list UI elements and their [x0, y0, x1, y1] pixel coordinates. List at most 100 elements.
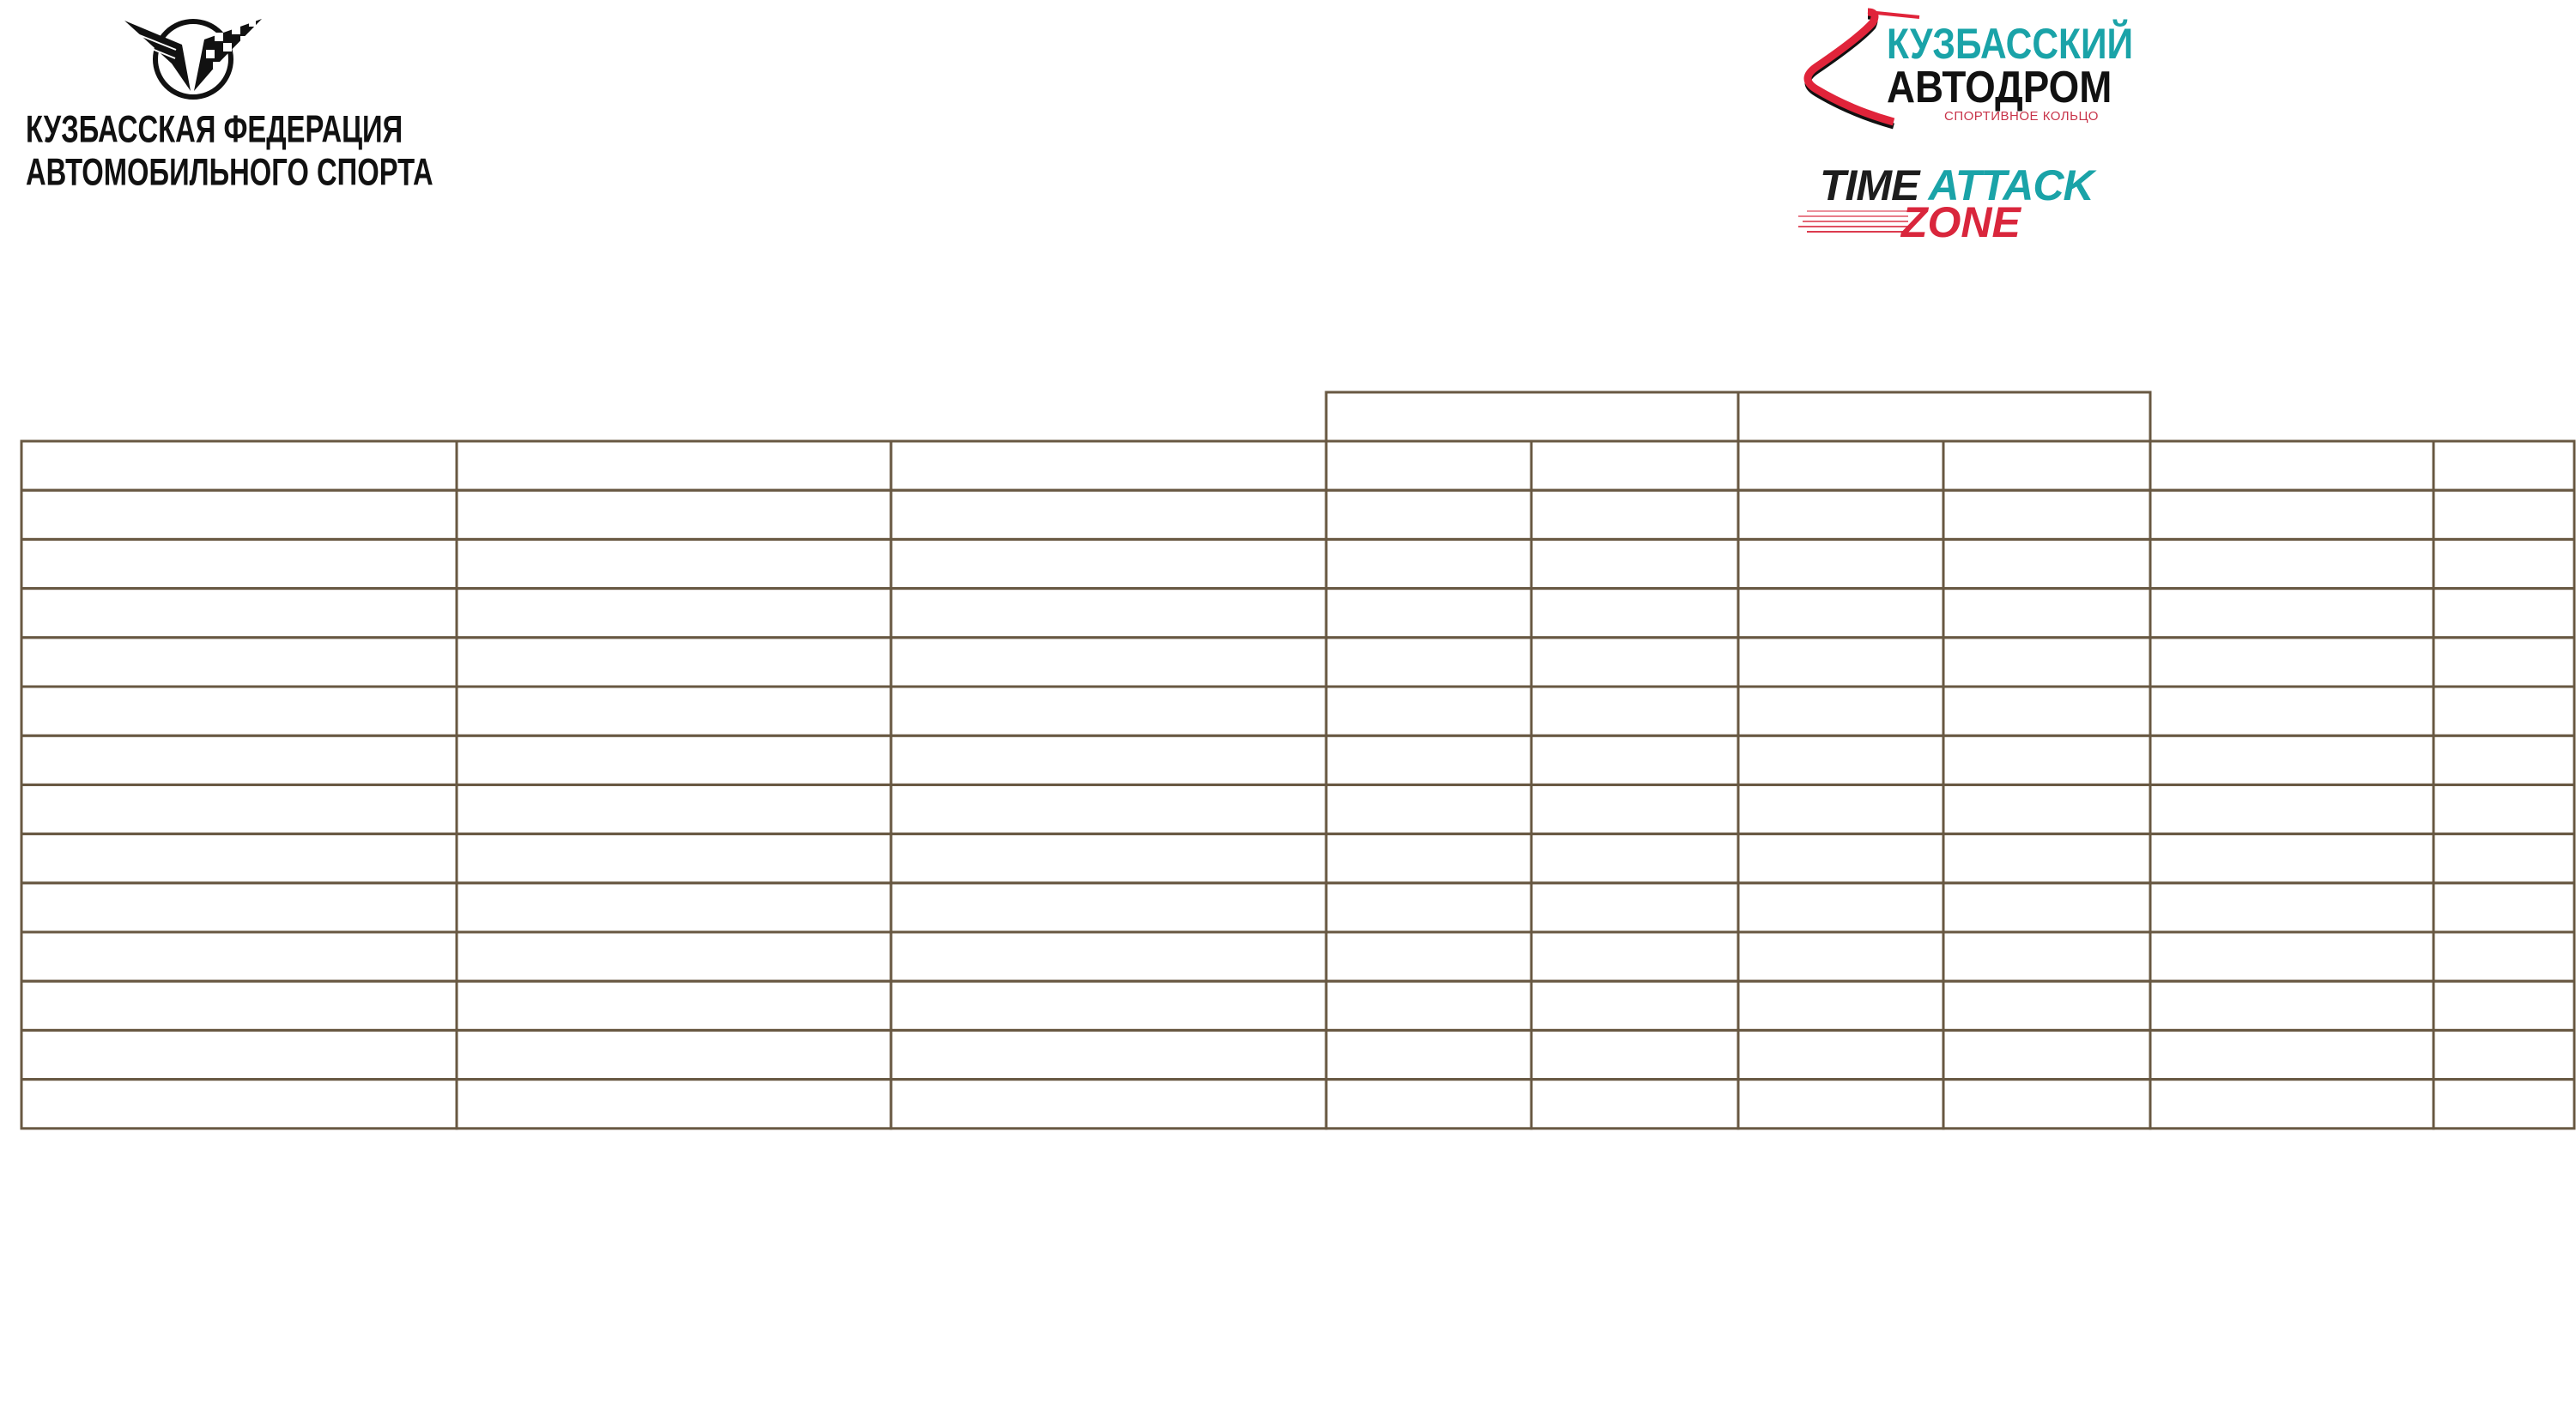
table-cell	[1530, 783, 1740, 836]
table-cell	[1324, 587, 1533, 639]
table-cell	[1530, 734, 1740, 786]
table-cell	[1324, 1078, 1533, 1130]
federation-line-1: КУЗБАССКАЯ ФЕДЕРАЦИЯ	[26, 107, 403, 151]
table-cell	[2149, 1078, 2435, 1130]
speed-lines-icon	[1798, 210, 1908, 233]
table-cell	[1942, 881, 2152, 934]
table-cell	[20, 930, 458, 983]
table-cell	[1324, 979, 1533, 1032]
table-cell	[889, 488, 1328, 541]
header-cell	[2149, 439, 2435, 492]
table-cell	[2149, 636, 2435, 688]
table-cell	[455, 930, 893, 983]
table-cell	[20, 685, 458, 737]
table-cell	[2149, 783, 2435, 836]
table-cell	[20, 537, 458, 590]
table-cell	[2432, 587, 2576, 639]
table-cell	[1324, 833, 1533, 885]
table-cell	[1737, 488, 1945, 541]
table-cell	[1324, 537, 1533, 590]
table-cell	[1324, 930, 1533, 983]
table-cell	[20, 881, 458, 934]
header-cell	[1737, 439, 1945, 492]
table-cell	[1942, 979, 2152, 1032]
table-cell	[889, 783, 1328, 836]
table-cell	[2149, 833, 2435, 885]
table-cell	[1530, 1078, 1740, 1130]
table-cell	[1530, 685, 1740, 737]
table-cell	[2149, 881, 2435, 934]
table-cell	[1737, 833, 1945, 885]
table-cell	[1737, 783, 1945, 836]
header-cell	[1942, 439, 2152, 492]
table-cell	[455, 636, 893, 688]
table-cell	[1324, 783, 1533, 836]
table-cell	[455, 979, 893, 1032]
table-cell	[1942, 685, 2152, 737]
table-cell	[1324, 734, 1533, 786]
table-cell	[1942, 537, 2152, 590]
time-attack-word-zone: ZONE	[1901, 198, 2021, 246]
table-cell	[889, 930, 1328, 983]
table-cell	[889, 685, 1328, 737]
table-cell	[20, 587, 458, 639]
header-cell	[1530, 439, 1740, 492]
table-cell	[2149, 587, 2435, 639]
table-cell	[455, 783, 893, 836]
header-cell	[1324, 439, 1533, 492]
table-cell	[1737, 979, 1945, 1032]
table-cell	[2432, 833, 2576, 885]
table-cell	[2149, 1028, 2435, 1081]
table-cell	[455, 1078, 893, 1130]
table-cell	[455, 1028, 893, 1081]
table-cell	[455, 587, 893, 639]
table-cell	[1530, 587, 1740, 639]
table-cell	[1324, 636, 1533, 688]
table-cell	[1324, 881, 1533, 934]
table-cell	[889, 636, 1328, 688]
table-cell	[20, 1078, 458, 1130]
table-cell	[1942, 587, 2152, 639]
table-cell	[1942, 1028, 2152, 1081]
table-cell	[1324, 685, 1533, 737]
table-cell	[1737, 587, 1945, 639]
table-cell	[2149, 537, 2435, 590]
table-cell	[1530, 881, 1740, 934]
table-cell	[20, 833, 458, 885]
table-cell	[1530, 537, 1740, 590]
time-attack-logo-top: TIME ATTACK	[1820, 160, 2094, 210]
table-cell	[20, 636, 458, 688]
table-cell	[1737, 930, 1945, 983]
time-attack-word-attack: ATTACK	[1928, 161, 2094, 209]
table-cell	[2432, 1028, 2576, 1081]
table-cell	[1324, 1028, 1533, 1081]
table-cell	[1942, 783, 2152, 836]
table-cell	[1942, 930, 2152, 983]
table-cell	[889, 587, 1328, 639]
table-cell	[1942, 636, 2152, 688]
table-cell	[889, 1028, 1328, 1081]
table-cell	[455, 833, 893, 885]
federation-logo-text: КУЗБАССКАЯ ФЕДЕРАЦИЯ АВТОМОБИЛЬНОГО СПОР…	[26, 107, 433, 194]
header-cell	[2432, 439, 2576, 492]
table-cell	[1737, 1028, 1945, 1081]
table-cell	[889, 734, 1328, 786]
table-cell	[2149, 734, 2435, 786]
table-cell	[20, 734, 458, 786]
header-cell	[455, 439, 893, 492]
header-cell	[889, 439, 1328, 492]
table-cell	[2432, 930, 2576, 983]
table-cell	[455, 685, 893, 737]
table-cell	[20, 1028, 458, 1081]
table-cell	[1530, 979, 1740, 1032]
table-cell	[2432, 488, 2576, 541]
table-cell	[889, 1078, 1328, 1130]
table-cell	[455, 734, 893, 786]
table-cell	[455, 881, 893, 934]
table-cell	[2432, 1078, 2576, 1130]
table-cell	[889, 979, 1328, 1032]
table-cell	[455, 537, 893, 590]
table-cell	[1942, 488, 2152, 541]
table-cell	[889, 881, 1328, 934]
